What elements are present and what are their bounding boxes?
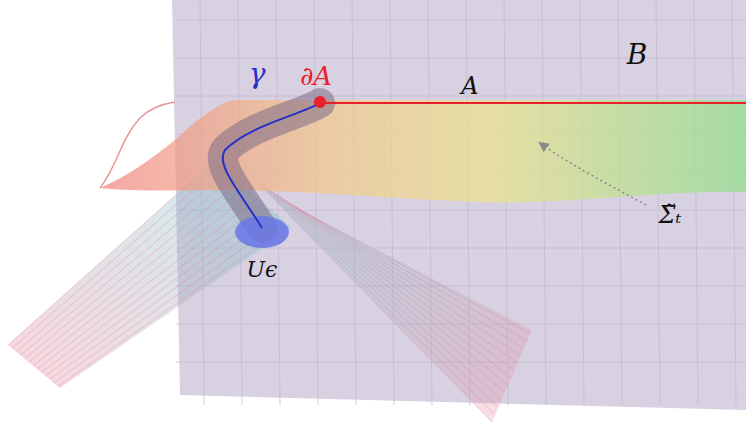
hatch-line	[20, 176, 233, 355]
grid-line	[542, 0, 546, 405]
hatch-line	[284, 199, 518, 363]
grid-line	[732, 0, 736, 405]
hatch-line	[58, 225, 289, 386]
grid-line	[352, 0, 356, 405]
hatch-line	[287, 202, 520, 356]
hatch-line	[255, 180, 492, 422]
hatch-line	[295, 206, 528, 341]
hatch-line	[280, 197, 514, 371]
region-line	[320, 102, 746, 104]
grid-line	[176, 20, 746, 21]
hatch-line	[16, 171, 227, 352]
grid-line	[390, 0, 394, 405]
hatch-line	[298, 209, 530, 334]
slice-edge	[100, 102, 175, 188]
grid-line	[176, 286, 746, 287]
region-label: B	[627, 40, 648, 71]
hatch-line	[262, 185, 498, 407]
grid-line	[694, 0, 698, 405]
hatch-line	[273, 192, 508, 385]
grid-line	[176, 96, 746, 97]
hatch-line	[269, 190, 504, 393]
extremal-surface	[223, 103, 320, 228]
hatch-line	[25, 182, 240, 359]
hatch-line	[277, 194, 512, 377]
hatch-line	[29, 187, 246, 362]
leader-arrow	[540, 143, 646, 205]
hatch-line	[41, 204, 264, 373]
slice-label: Σ̃ₜ	[659, 202, 682, 228]
time-slice	[100, 100, 746, 202]
region-label: A	[461, 73, 478, 99]
entangling-point	[314, 96, 326, 108]
hatch-line	[266, 187, 502, 400]
hatch-line	[259, 182, 496, 414]
hatch-line	[33, 193, 252, 366]
hatch-line	[291, 204, 524, 348]
tube-end	[235, 216, 289, 248]
light-sheet	[255, 180, 532, 422]
boundary-label: ∂A	[300, 62, 332, 91]
tube-neighbourhood	[223, 103, 320, 228]
grid-line	[580, 0, 584, 405]
curve-label: γ	[249, 59, 266, 90]
grid-line	[618, 0, 622, 405]
hatch-line	[37, 198, 258, 369]
hatch-line	[12, 165, 221, 348]
tube-label: Uϵ	[247, 258, 278, 282]
